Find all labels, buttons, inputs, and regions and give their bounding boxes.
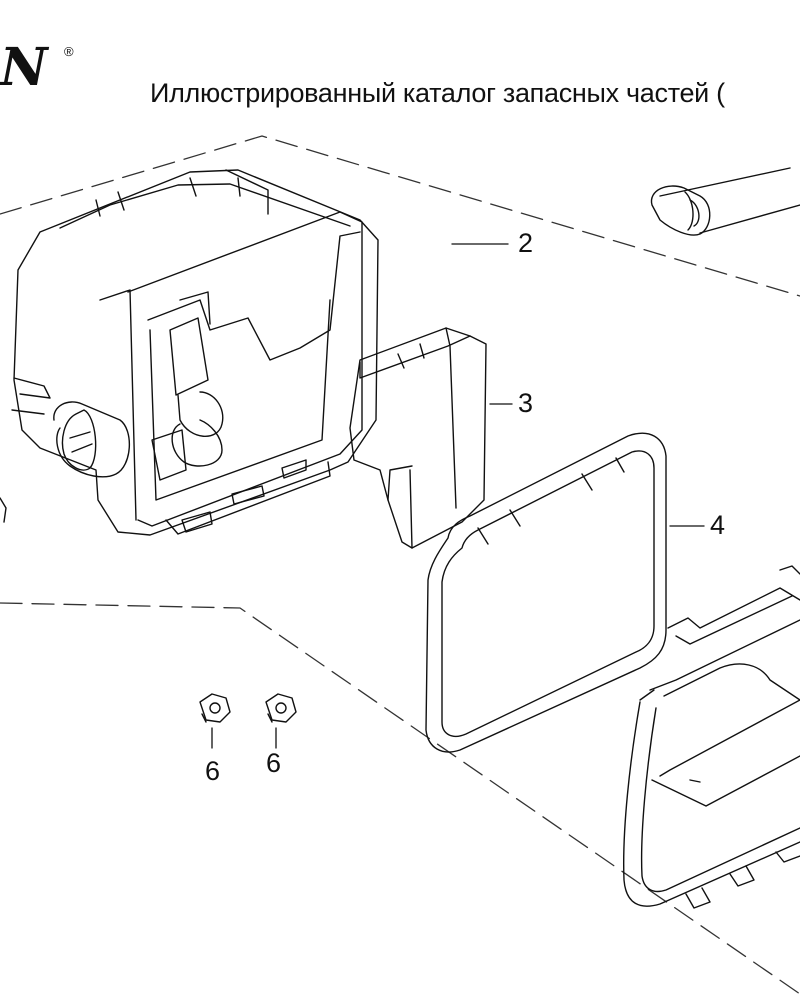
air-cleaner-base	[0, 169, 379, 536]
callout-leaders	[211, 243, 705, 749]
callout-part-4: 4	[710, 510, 726, 540]
catalog-title: Иллюстрированный каталог запасных частей…	[150, 78, 725, 108]
callout-part-2: 2	[518, 228, 534, 258]
callout-part-6-left: 6	[205, 756, 221, 786]
air-filter-element	[425, 432, 667, 753]
registered-mark: ®	[64, 44, 74, 59]
assembly-dashed-outline	[0, 135, 800, 995]
callout-part-3: 3	[518, 388, 534, 418]
brand-logo: N	[0, 37, 48, 98]
flange-nut-left	[199, 693, 231, 723]
air-cleaner-cover	[623, 565, 800, 909]
flange-nut-right	[265, 693, 297, 723]
callout-part-6-right: 6	[266, 748, 282, 778]
pre-filter-foam	[349, 327, 487, 549]
breather-tube	[650, 167, 800, 236]
